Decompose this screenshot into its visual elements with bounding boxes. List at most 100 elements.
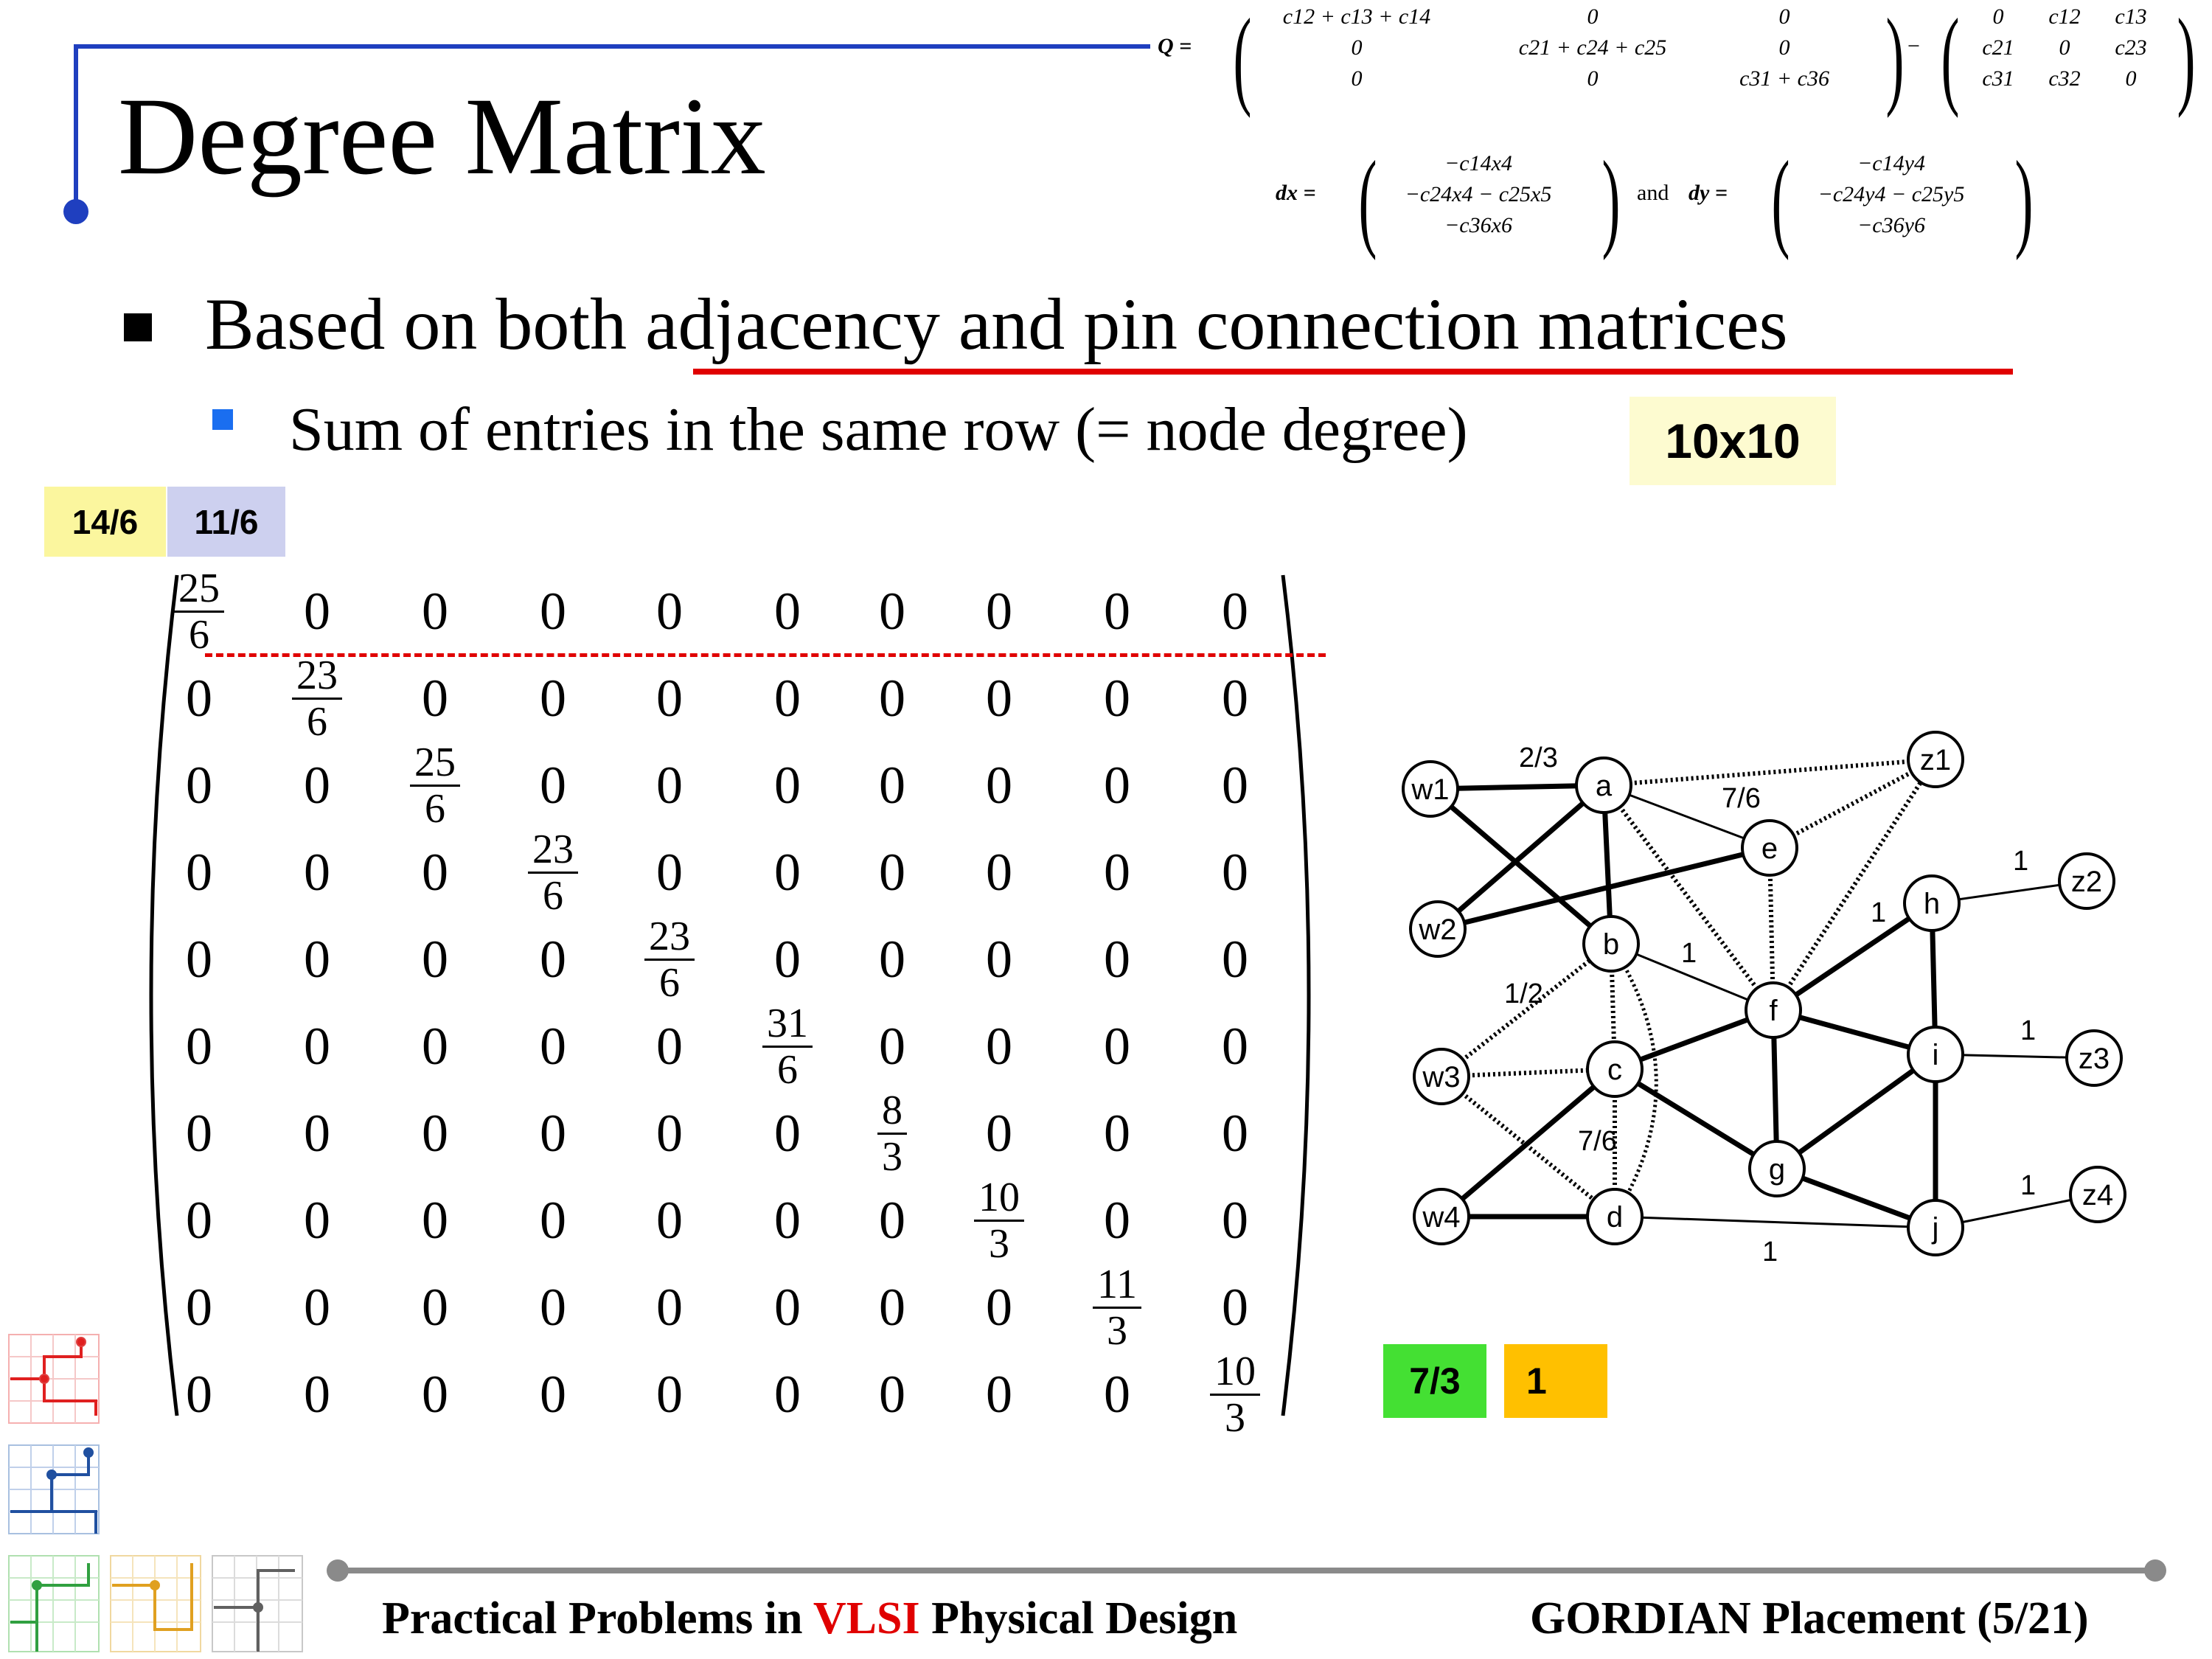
matrix-cell: 0 — [540, 668, 566, 728]
dy-1: −c24y4 − c25y5 — [1818, 182, 1965, 206]
q-minus: − — [1906, 34, 1921, 58]
q-adj-2-1: c32 — [2048, 66, 2081, 91]
matrix-cell: 0 — [774, 1190, 801, 1250]
note-matrix-size: 10x10 — [1630, 397, 1836, 485]
edge-b-d — [1609, 942, 1658, 1218]
matrix-cell: 0 — [186, 1016, 212, 1076]
note-a: 14/6 — [44, 487, 166, 557]
matrix-cell: 0 — [186, 929, 212, 989]
node-label: d — [1607, 1201, 1623, 1234]
node-g: g — [1748, 1140, 1806, 1197]
dy-2: −c36y6 — [1857, 213, 1925, 237]
edge-g-i — [1775, 1052, 1938, 1171]
q-diag-1-2: 0 — [1778, 35, 1790, 60]
node-label: i — [1933, 1039, 1939, 1071]
node-j: j — [1907, 1199, 1964, 1256]
matrix-cell: 0 — [879, 1190, 905, 1250]
matrix-brackets — [149, 574, 1311, 1416]
dx-2: −c36x6 — [1444, 213, 1512, 237]
node-label: b — [1603, 928, 1619, 961]
grid-logo-blue-icon — [8, 1444, 100, 1534]
matrix-cell: 0 — [656, 1103, 683, 1163]
edge-weight-label: 2/3 — [1519, 742, 1558, 773]
matrix-cell: 0 — [986, 755, 1012, 815]
matrix-cell: 0 — [879, 842, 905, 902]
paren-left: ( — [1941, 0, 1960, 119]
node-label: a — [1596, 770, 1613, 802]
node-label: z3 — [2079, 1043, 2110, 1075]
edge-a-f — [1601, 784, 1775, 1012]
edge-weight-label: 1 — [1762, 1237, 1778, 1267]
fraction-numerator: 23 — [292, 655, 342, 700]
node-label: w4 — [1422, 1201, 1460, 1234]
matrix-cell: 0 — [656, 1277, 683, 1337]
matrix-cell: 0 — [1104, 1190, 1130, 1250]
q-adj-1-0: c21 — [1982, 35, 2014, 60]
matrix-cell: 0 — [879, 1016, 905, 1076]
q-diag-0-1: 0 — [1587, 4, 1599, 29]
edge-b-f — [1610, 942, 1774, 1012]
edge-w1-b — [1428, 787, 1613, 946]
matrix-cell: 0 — [879, 668, 905, 728]
fraction-numerator: 25 — [410, 742, 460, 787]
fraction-numerator: 23 — [528, 829, 578, 874]
edge-weight-label: 1 — [1871, 897, 1886, 928]
matrix-cell: 0 — [422, 1277, 448, 1337]
edge-c-g — [1613, 1067, 1778, 1171]
edge-w3-d — [1440, 1074, 1616, 1219]
matrix-cell: 0 — [422, 929, 448, 989]
bullet-square-icon — [124, 313, 152, 341]
matrix-cell: 0 — [304, 755, 330, 815]
matrix-cell: 0 — [774, 668, 801, 728]
paren-left: ( — [1233, 0, 1252, 119]
node-label: w1 — [1411, 773, 1449, 806]
matrix-cell: 0 — [304, 1190, 330, 1250]
matrix-cell: 0 — [1222, 581, 1248, 641]
matrix-cell: 0 — [879, 755, 905, 815]
matrix-cell: 0 — [422, 1364, 448, 1424]
matrix-cell: 0 — [304, 1364, 330, 1424]
fraction-denominator: 3 — [1106, 1307, 1127, 1354]
matrix-cell: 0 — [304, 929, 330, 989]
edge-w2-a — [1436, 783, 1606, 931]
paren-left: ( — [1771, 139, 1790, 261]
paren-right: ) — [1601, 139, 1621, 261]
page-title: Degree Matrix — [118, 75, 766, 198]
fraction-numerator: 10 — [1210, 1351, 1260, 1396]
matrix-cell: 0 — [540, 1364, 566, 1424]
node-w4: w4 — [1413, 1188, 1470, 1245]
q-adj-0-0: 0 — [1992, 4, 2004, 29]
q-adj-0-2: c13 — [2115, 4, 2147, 29]
matrix-cell: 0 — [1222, 842, 1248, 902]
title-rule-horizontal — [74, 44, 1150, 49]
sub-bullet-square-icon — [212, 409, 233, 430]
node-w3: w3 — [1413, 1048, 1470, 1105]
paren-left: ( — [1358, 139, 1377, 261]
node-label: z2 — [2071, 866, 2102, 898]
footer-text-accent: VLSI — [813, 1593, 920, 1644]
matrix-cell: 0 — [422, 842, 448, 902]
red-dashed-line — [205, 653, 1326, 657]
footer-rule — [339, 1568, 2154, 1573]
edge-a-z1 — [1603, 757, 1936, 787]
q-adj-2-0: c31 — [1982, 66, 2014, 91]
node-c: c — [1586, 1040, 1644, 1098]
matrix-cell: 0 — [879, 581, 905, 641]
fraction-numerator: 31 — [762, 1003, 813, 1048]
matrix-cell: 0 — [540, 1190, 566, 1250]
q-diag-2-2: c31 + c36 — [1739, 66, 1829, 91]
matrix-cell: 0 — [1222, 1190, 1248, 1250]
node-i: i — [1907, 1026, 1964, 1083]
grid-logo-gray-icon — [212, 1555, 303, 1652]
fraction-denominator: 6 — [307, 698, 327, 745]
matrix-cell: 0 — [986, 581, 1012, 641]
fraction-numerator: 23 — [644, 916, 695, 961]
node-label: c — [1607, 1054, 1622, 1086]
matrix-cell: 0 — [1222, 929, 1248, 989]
note-d: 1 — [1504, 1344, 1607, 1418]
fraction-numerator: 11 — [1093, 1264, 1141, 1309]
dy-label: dy = — [1688, 181, 1728, 205]
